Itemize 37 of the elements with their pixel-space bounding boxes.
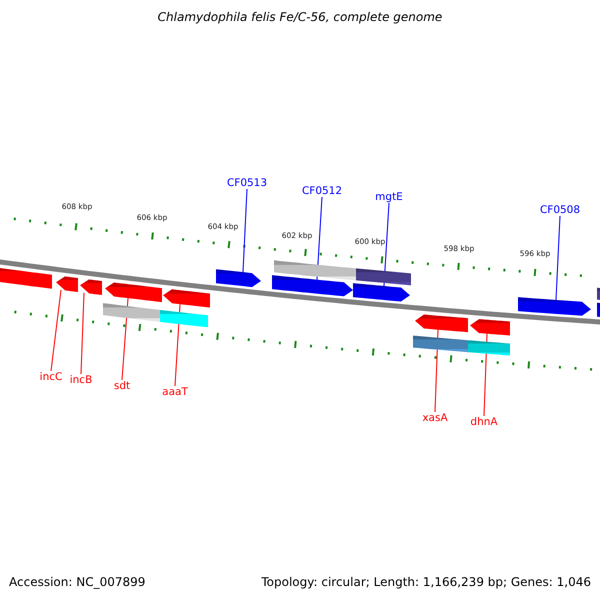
gene-feature bbox=[415, 314, 468, 332]
feature-bar bbox=[597, 288, 600, 302]
gene-feature bbox=[105, 282, 162, 302]
gene-label: incB bbox=[70, 374, 92, 386]
footer-text: Accession: NC_007899 bbox=[9, 575, 146, 589]
gene-label: dhnA bbox=[470, 416, 498, 428]
gene-label: mgtE bbox=[375, 191, 403, 203]
gene-label: CF0512 bbox=[302, 185, 342, 197]
gene-feature bbox=[518, 297, 591, 316]
leader-line bbox=[242, 188, 248, 273]
gene-label: xasA bbox=[422, 412, 448, 424]
leader-line bbox=[556, 216, 560, 300]
gene-feature bbox=[0, 266, 52, 289]
gene-feature bbox=[56, 276, 78, 292]
gene-feature bbox=[216, 269, 261, 288]
feature-bar bbox=[356, 268, 411, 286]
gene-label: aaaT bbox=[162, 386, 188, 398]
gene-label: CF0513 bbox=[226, 177, 268, 189]
gene-feature bbox=[353, 283, 410, 302]
feature-bar bbox=[468, 340, 510, 356]
feature-bar bbox=[274, 260, 356, 280]
gene-feature bbox=[163, 289, 210, 308]
title: Chlamydophila felis Fe/C-56, complete genome bbox=[156, 10, 444, 24]
gene-feature bbox=[80, 279, 102, 295]
leader-line bbox=[316, 196, 322, 280]
gene-label: CF0508 bbox=[540, 204, 580, 216]
feature-bar bbox=[413, 336, 468, 352]
gene-label: incC bbox=[40, 371, 62, 383]
leader-line bbox=[80, 292, 84, 374]
feature-bar bbox=[160, 310, 208, 328]
gene-label: sdt bbox=[114, 380, 130, 392]
footer-text: Topology: circular; Length: 1,166,239 bp; Genes: 1,046 bbox=[261, 575, 591, 589]
gene-feature bbox=[272, 275, 353, 296]
gene-feature bbox=[470, 319, 510, 336]
feature-bar bbox=[103, 303, 160, 322]
gene-feature bbox=[597, 302, 600, 318]
leader-line bbox=[50, 289, 62, 372]
